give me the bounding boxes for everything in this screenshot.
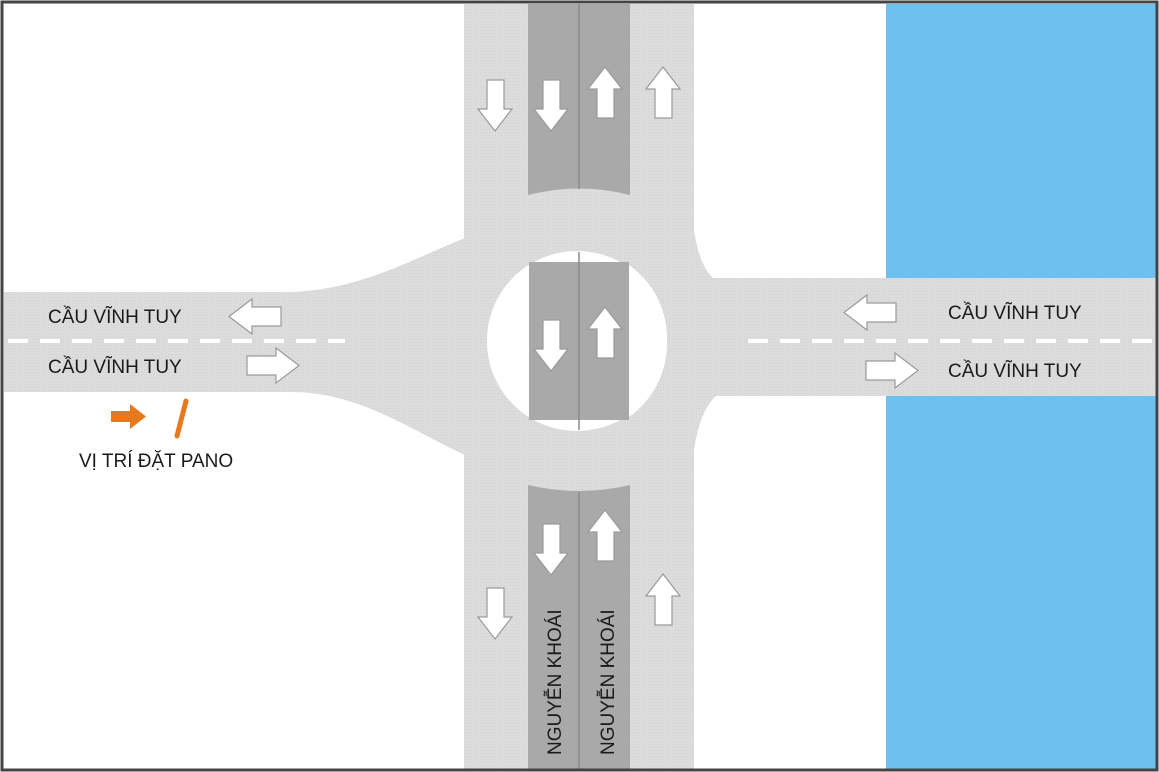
west-upper-road-label: CẦU VĨNH TUY: [48, 306, 182, 328]
pano-legend: VỊ TRÍ ĐẶT PANO: [79, 398, 233, 472]
up-arrow-icon: [586, 509, 624, 562]
island-clip-right: [629, 265, 668, 417]
east-road: [694, 278, 1156, 396]
south-left-lane-label: NGUYỄN KHOÁI: [544, 609, 566, 755]
right-arrow-icon: [865, 351, 919, 390]
pano-legend-label: VỊ TRÍ ĐẶT PANO: [79, 451, 233, 472]
west-lower-road-label: CẦU VĨNH TUY: [48, 356, 182, 378]
up-arrow-icon: [586, 306, 624, 359]
up-arrow-icon: [644, 573, 682, 626]
left-arrow-icon: [228, 297, 282, 336]
east-upper-road-label: CẦU VĨNH TUY: [948, 302, 1082, 324]
east-lower-road-label: CẦU VĨNH TUY: [948, 360, 1082, 382]
down-arrow-icon: [476, 587, 514, 640]
traffic-arrows: [228, 66, 919, 640]
west-road: [4, 238, 465, 455]
island-clip-left: [487, 265, 529, 417]
right-arrow-icon: [246, 346, 300, 385]
east-fillet-upper: [694, 230, 716, 280]
orange-arrow-icon: [111, 404, 146, 429]
down-arrow-icon: [532, 523, 570, 576]
east-fillet-lower: [694, 396, 716, 450]
down-arrow-icon: [532, 319, 570, 372]
left-arrow-icon: [843, 293, 897, 332]
up-arrow-icon: [586, 66, 624, 119]
up-arrow-icon: [644, 66, 682, 119]
pano-marker-icon: [174, 398, 189, 439]
down-arrow-icon: [532, 79, 570, 132]
south-right-lane-label: NGUYỄN KHOÁI: [597, 609, 619, 755]
down-arrow-icon: [476, 79, 514, 132]
